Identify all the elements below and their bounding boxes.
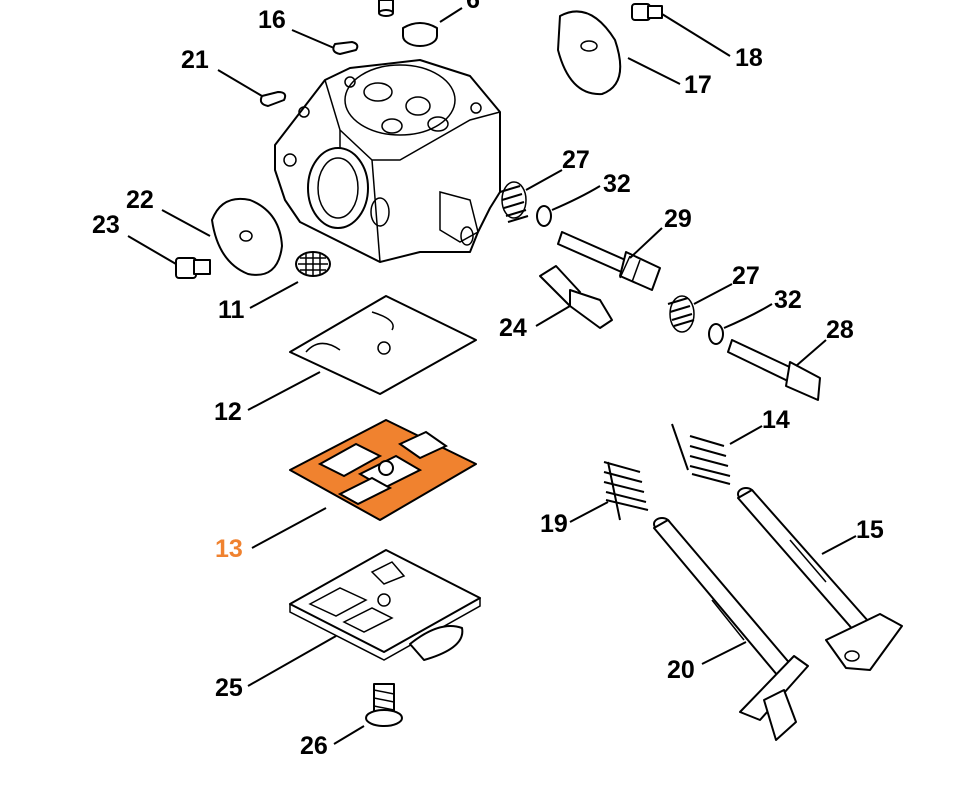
callout-20: 20 — [667, 656, 695, 684]
part-6-plug — [402, 7, 463, 47]
part-14-spring — [671, 423, 763, 485]
callout-32a: 32 — [603, 170, 631, 198]
callout-13: 13 — [215, 535, 243, 563]
callout-16: 16 — [258, 6, 286, 34]
callout-19: 19 — [540, 510, 568, 538]
callout-17: 17 — [684, 71, 712, 99]
part-32b-oring — [708, 303, 773, 345]
part-11-screen — [249, 251, 331, 309]
callout-6: 6 — [466, 0, 480, 14]
part-15-shaft — [737, 487, 903, 671]
part-top-screw — [378, 0, 394, 17]
callout-23: 23 — [92, 211, 120, 239]
callout-12: 12 — [214, 398, 242, 426]
part-25-plate — [247, 549, 481, 687]
callout-32b: 32 — [774, 286, 802, 314]
carburetor-body — [274, 59, 501, 263]
callout-11: 11 — [218, 296, 245, 324]
callout-18: 18 — [735, 44, 763, 72]
part-27a-spring — [499, 169, 563, 223]
part-23-screw — [127, 235, 211, 279]
callout-27b: 27 — [732, 262, 760, 290]
part-20-shaft — [653, 517, 809, 741]
part-29-needle — [557, 227, 663, 291]
part-28-needle — [727, 339, 827, 401]
callout-25: 25 — [215, 674, 243, 702]
callout-29: 29 — [664, 205, 692, 233]
part-26-screw — [333, 683, 403, 745]
part-22-disc — [161, 198, 283, 276]
part-17-cover — [557, 10, 681, 96]
callout-28: 28 — [826, 316, 854, 344]
callout-14: 14 — [762, 406, 790, 434]
callout-26: 26 — [300, 732, 328, 760]
part-19-spring — [569, 461, 649, 523]
part-16-clip — [291, 29, 359, 55]
callout-24: 24 — [499, 314, 527, 342]
callout-21: 21 — [181, 46, 209, 74]
callout-27a: 27 — [562, 146, 590, 174]
part-24-needle — [535, 265, 613, 329]
part-13-gasket — [251, 419, 477, 549]
part-21-clip — [217, 69, 287, 107]
part-27b-spring — [667, 283, 733, 333]
part-32a-oring — [536, 185, 601, 227]
part-18-screw — [631, 3, 731, 57]
callout-15: 15 — [856, 516, 884, 544]
callout-22: 22 — [126, 186, 154, 214]
part-12-plate — [247, 295, 477, 411]
